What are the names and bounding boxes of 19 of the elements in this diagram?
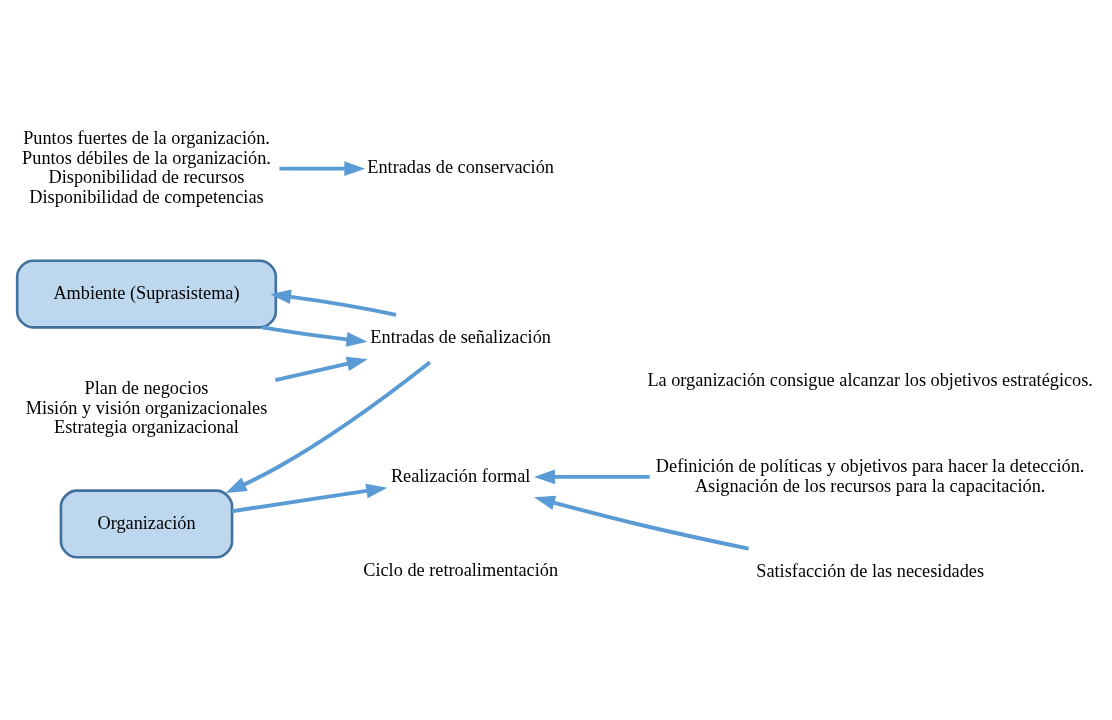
arrow: [279, 161, 366, 176]
node-text: Entradas de señalización: [370, 327, 551, 348]
arrow: [275, 356, 368, 382]
node-text: La organización consigue alcanzar los objetivos estratégicos.: [647, 370, 1093, 391]
node-box: Organización: [59, 489, 234, 559]
arrow: [225, 360, 432, 494]
arrow: [534, 469, 650, 485]
node-text: Satisfacción de las necesidades: [756, 561, 985, 582]
node-text: Definición de políticas y objetivos para hacer la detección. Asignación de los recursos para la capacitación.: [655, 455, 1085, 496]
arrow: [534, 495, 749, 551]
node-text: Plan de negocios Misión y visión organizacionales Estrategia organizacional: [25, 378, 268, 438]
arrow: [231, 483, 388, 514]
arrow: [270, 289, 397, 317]
label: Ciclo de retroalimentación: [363, 559, 559, 580]
node-text: Entradas de conservación: [367, 157, 554, 178]
node-text: Realización formal: [390, 465, 531, 486]
arrow: [261, 325, 368, 347]
node-box: Ambiente (Suprasistema): [15, 259, 278, 329]
node-text: Puntos fuertes de la organización. Puntos débiles de la organización. Disponibilidad de recursos Disponibilidad de competencias: [22, 128, 271, 207]
